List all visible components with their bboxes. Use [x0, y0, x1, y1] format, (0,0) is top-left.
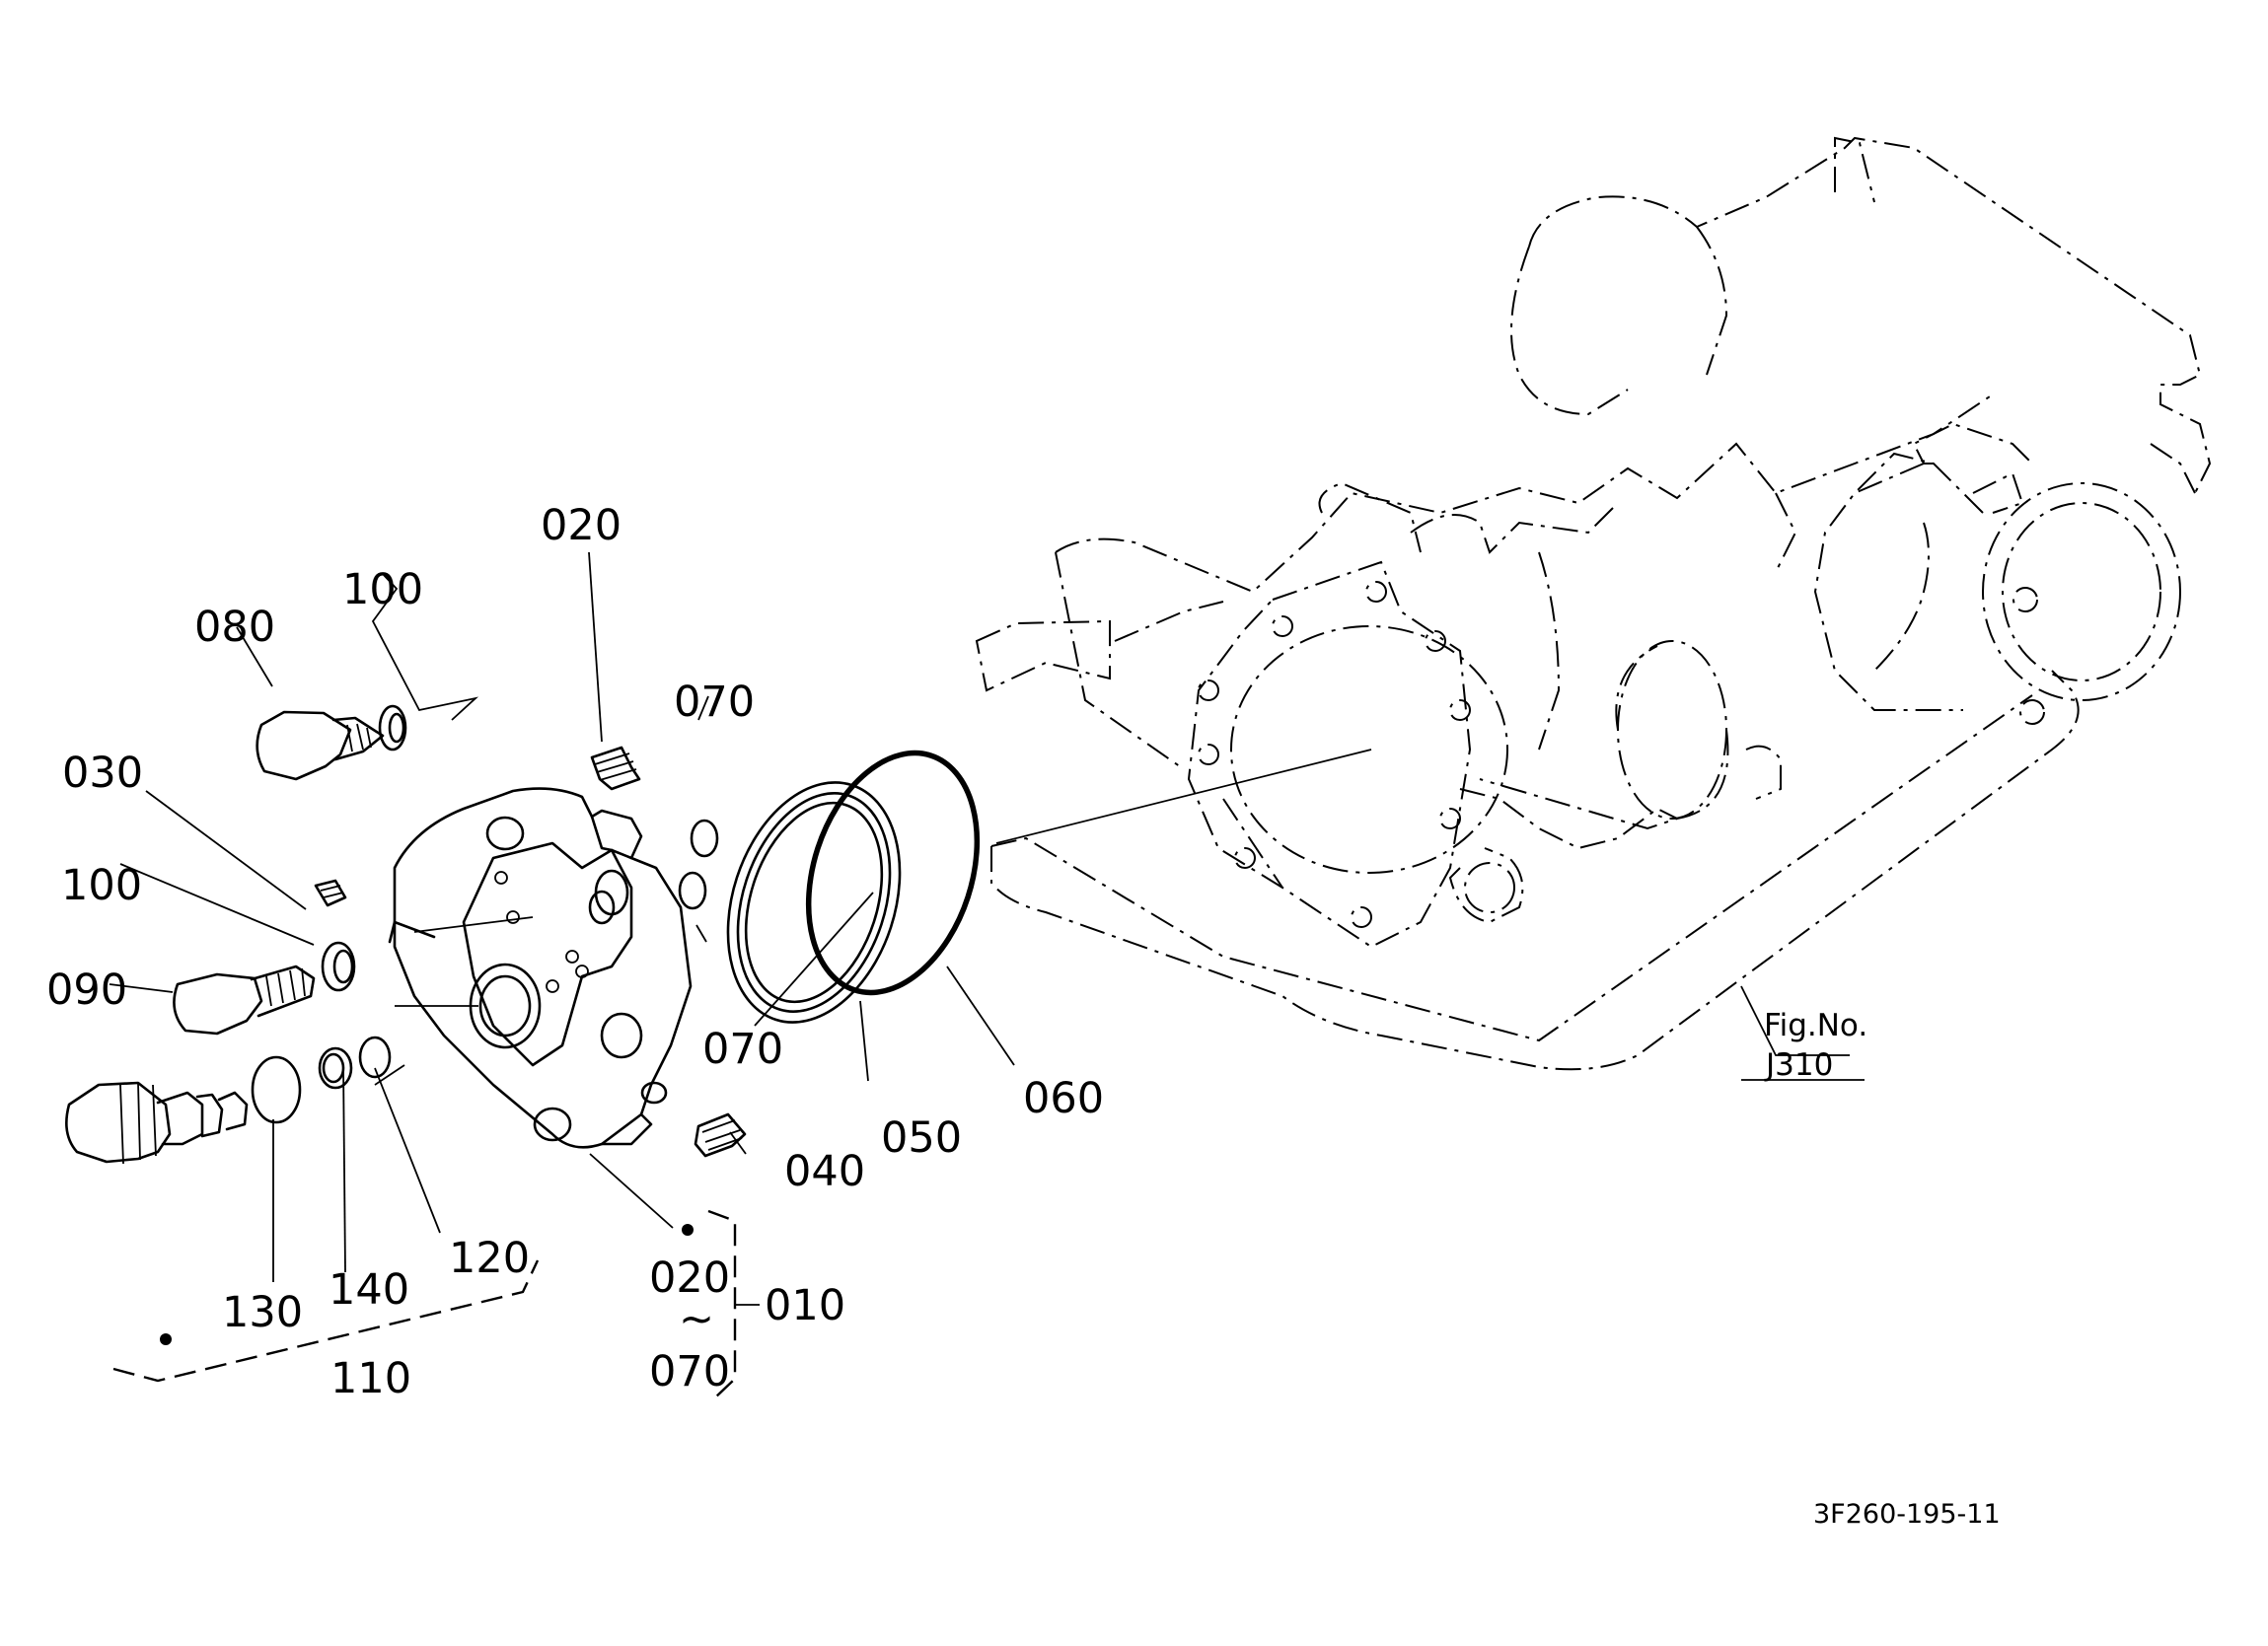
- oring-120: [358, 1036, 392, 1079]
- transmission-housing-outline: [975, 136, 2212, 1071]
- pump-cover: [388, 787, 693, 1149]
- label-060: 060: [1023, 1074, 1104, 1123]
- oring-060: [805, 750, 981, 996]
- relief-valve-110: [65, 1081, 249, 1165]
- label-080: 080: [194, 603, 275, 652]
- label-120: 120: [449, 1234, 530, 1283]
- label-050: 050: [881, 1113, 962, 1163]
- label-100-mid: 100: [61, 861, 142, 910]
- label-070-top: 070: [674, 678, 755, 727]
- label-range-start: 020: [649, 1253, 730, 1303]
- oring-130: [251, 1055, 302, 1124]
- washer-100-top: [378, 704, 407, 751]
- label-020-top: 020: [541, 501, 622, 550]
- assembly-bracket-110: [112, 1259, 540, 1383]
- setscrew-020-top: [590, 746, 641, 791]
- label-range-end: 070: [649, 1347, 730, 1396]
- figure-reference: Fig.No. J310: [1764, 1008, 1867, 1083]
- fig-ref-label: Fig.No.: [1764, 1008, 1867, 1043]
- label-110: 110: [330, 1354, 411, 1403]
- leader-lines: [109, 551, 1850, 1282]
- bolt-080: [256, 710, 385, 781]
- label-range-sep: ~: [679, 1295, 714, 1344]
- bolt-090: [173, 965, 316, 1036]
- label-100-top: 100: [342, 565, 423, 614]
- label-070-mid: 070: [702, 1025, 783, 1074]
- plug-040: [694, 1112, 747, 1158]
- assembly-bracket-010: [682, 1209, 760, 1401]
- oring-070-mid: [678, 871, 707, 910]
- setscrew-030: [314, 879, 347, 907]
- ring-050: [726, 781, 902, 1024]
- washer-100-mid: [321, 941, 356, 992]
- label-130: 130: [222, 1288, 303, 1337]
- fig-ref-number: J310: [1764, 1047, 1833, 1083]
- part-labels: 020 100 080 070 030 100 090 070 050 060 …: [46, 501, 1104, 1403]
- oring-070-top: [690, 819, 719, 858]
- label-090: 090: [46, 966, 127, 1015]
- washer-140: [318, 1046, 353, 1090]
- label-140: 140: [329, 1265, 409, 1315]
- label-030: 030: [62, 749, 143, 798]
- drawing-code: 3F260-195-11: [1813, 1499, 2001, 1530]
- label-040: 040: [784, 1147, 865, 1196]
- label-010: 010: [765, 1281, 845, 1330]
